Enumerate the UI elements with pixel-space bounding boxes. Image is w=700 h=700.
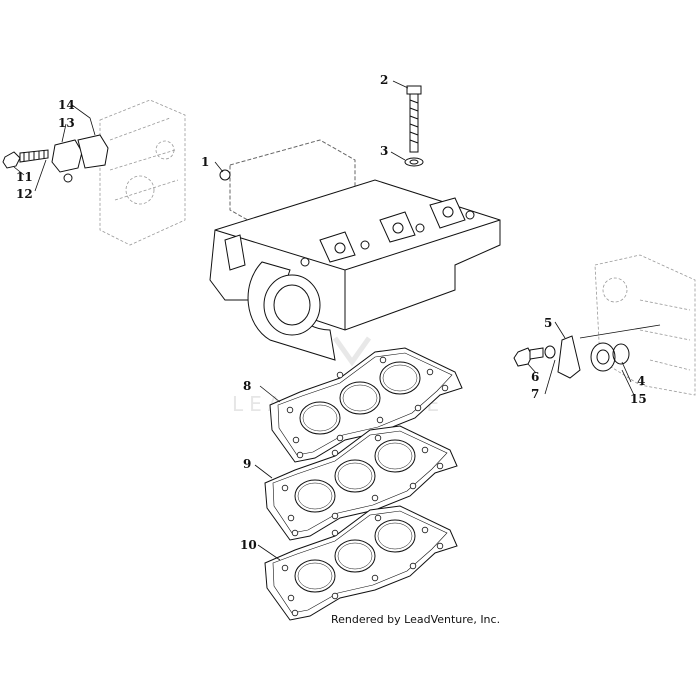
engine-reference-right (594, 254, 696, 396)
tensioner-assembly (2, 134, 109, 183)
render-credit: Rendered by LeadVenture, Inc. (331, 613, 500, 626)
cylinder-head (209, 139, 501, 361)
callout-12: 12 (16, 187, 33, 201)
callout-10: 10 (240, 538, 257, 552)
callouts: 1 2 3 4 5 6 7 8 9 10 11 12 13 14 15 (16, 73, 647, 552)
head-gaskets (264, 347, 463, 621)
callout-8: 8 (243, 379, 251, 393)
callout-14: 14 (58, 98, 75, 112)
callout-15: 15 (630, 392, 647, 406)
engine-reference-left (99, 99, 186, 246)
callout-3: 3 (380, 144, 388, 158)
callout-11: 11 (16, 170, 33, 184)
callout-5: 5 (544, 316, 552, 330)
head-bolt (406, 85, 422, 153)
gasket-10 (264, 505, 458, 621)
callout-7: 7 (531, 387, 539, 401)
callout-6: 6 (531, 370, 539, 384)
bolt-washer (404, 157, 424, 167)
callout-4: 4 (637, 374, 645, 388)
callout-9: 9 (243, 457, 251, 471)
sprocket-assembly (513, 324, 661, 379)
callout-1: 1 (201, 155, 209, 169)
leader-lines (13, 80, 635, 561)
callout-13: 13 (58, 116, 75, 130)
gasket-9 (264, 425, 458, 541)
gasket-8 (269, 347, 463, 463)
callout-2: 2 (380, 73, 388, 87)
